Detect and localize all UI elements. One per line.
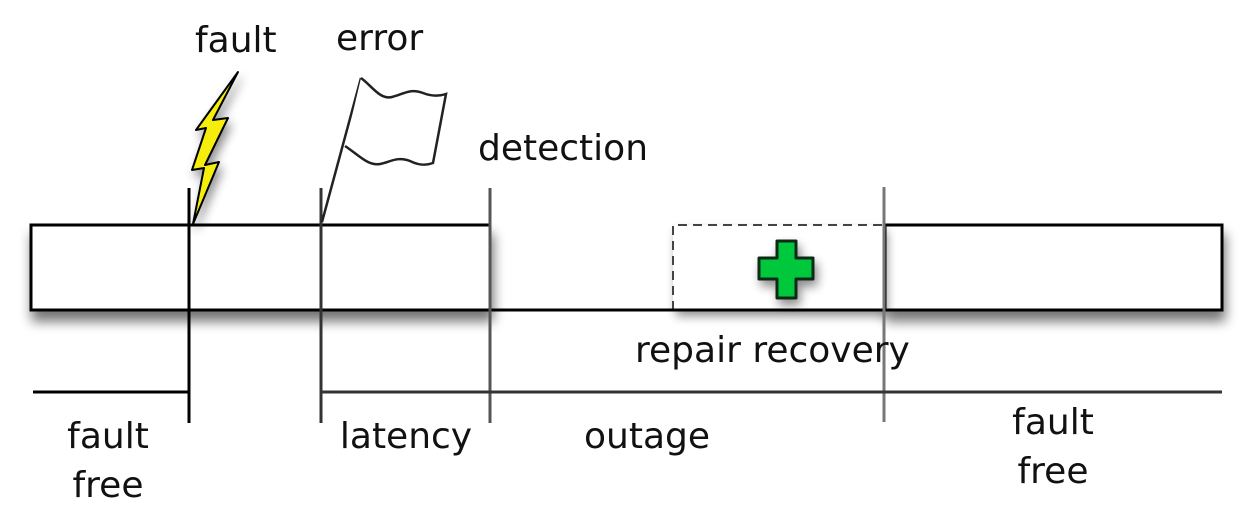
operational-bar-left xyxy=(29,223,492,312)
outage-label: outage xyxy=(584,416,710,457)
flag-icon xyxy=(320,76,448,223)
repair-recovery-label: repair recovery xyxy=(635,330,910,371)
error-event-label: error xyxy=(336,18,423,59)
fault-free-start-label-line1: fault xyxy=(67,416,149,457)
fault-free-start-label-line2: free xyxy=(73,465,144,506)
repair-cross-icon xyxy=(757,239,815,300)
fault-free-end-label-line2: free xyxy=(1018,451,1089,492)
lightning-bolt-icon xyxy=(191,71,239,225)
fault-event-label: fault xyxy=(195,20,277,61)
detection-event-label: detection xyxy=(478,128,648,169)
operational-bar-right xyxy=(883,223,1224,312)
repair-box-outline xyxy=(672,224,884,310)
latency-label: latency xyxy=(340,416,472,457)
fault-free-end-label-line1: fault xyxy=(1012,402,1094,443)
